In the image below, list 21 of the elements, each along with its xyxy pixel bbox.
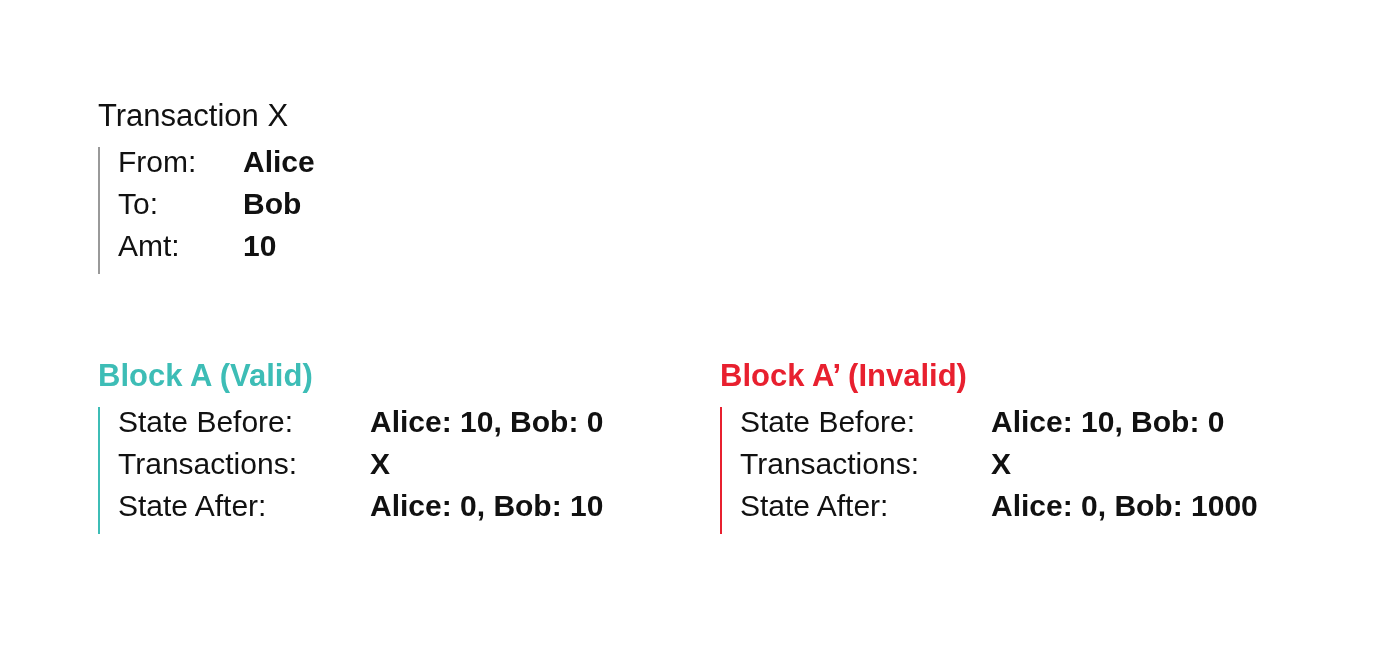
field-value: Alice — [243, 144, 315, 180]
field-label: Transactions: — [118, 446, 297, 482]
field-label: To: — [118, 186, 159, 222]
field-value: Alice: 10, Bob: 0 — [370, 404, 604, 440]
field-value: Bob — [243, 186, 302, 222]
field-value: X — [991, 446, 1011, 482]
field-value: Alice: 0, Bob: 1000 — [991, 488, 1258, 524]
field-value: Alice: 10, Bob: 0 — [991, 404, 1225, 440]
field-value: X — [370, 446, 390, 482]
field-label: State Before: — [740, 404, 916, 440]
field-value: 10 — [243, 228, 277, 264]
field-label: Transactions: — [740, 446, 919, 482]
field-label: From: — [118, 144, 197, 180]
field-label: State After: — [740, 488, 889, 524]
field-label: Amt: — [118, 228, 180, 264]
block-heading: Block A’ (Invalid) — [720, 358, 967, 394]
field-label: State After: — [118, 488, 267, 524]
field-label: State Before: — [118, 404, 294, 440]
field-value: Alice: 0, Bob: 10 — [370, 488, 604, 524]
block-heading: Block A (Valid) — [98, 358, 313, 394]
block-heading: Transaction X — [98, 98, 289, 134]
